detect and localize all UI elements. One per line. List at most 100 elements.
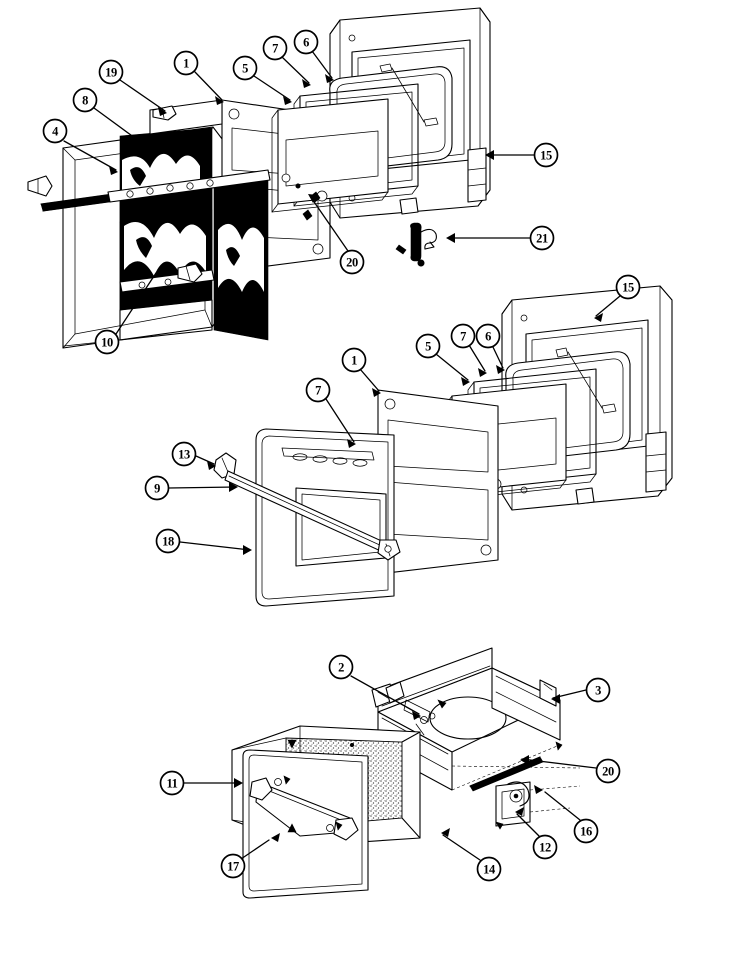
upper-outer-door-assembly <box>271 7 491 221</box>
callout-label: 17 <box>227 860 239 874</box>
lower-outer-door-assembly <box>445 285 673 511</box>
callout-bubble-circle <box>328 654 354 680</box>
callout-bubble-circle <box>98 59 124 85</box>
callout-bubble-circle <box>72 87 98 113</box>
callout-13[interactable]: 13 <box>171 441 197 467</box>
leader-arrowheads <box>109 74 603 842</box>
door-handle-assembly <box>213 452 401 561</box>
hinge-catch-part <box>395 222 437 267</box>
callout-bubble-circle <box>339 249 365 275</box>
callout-label: 21 <box>536 232 548 246</box>
callout-19[interactable]: 19 <box>98 59 124 85</box>
callout-bubble-circle <box>595 758 621 784</box>
callout-label: 15 <box>540 149 552 163</box>
callout-label: 12 <box>539 841 551 855</box>
callout-bubble-circle <box>144 475 170 501</box>
callout-15[interactable]: 15 <box>615 274 641 300</box>
leader-lines <box>63 50 621 861</box>
callout-21[interactable]: 21 <box>529 225 555 251</box>
callout-14[interactable]: 14 <box>476 856 502 882</box>
callout-label: 20 <box>602 765 614 779</box>
callout-2[interactable]: 2 <box>328 654 354 680</box>
callout-bubble-circle <box>532 834 558 860</box>
callout-10[interactable]: 10 <box>94 329 120 355</box>
callout-label: 6 <box>303 36 309 50</box>
callout-label: 7 <box>460 330 466 344</box>
callout-label: 19 <box>105 66 117 80</box>
lower-oven-door-assembly <box>213 389 499 607</box>
callout-label: 14 <box>483 863 496 877</box>
callout-6[interactable]: 6 <box>293 29 319 55</box>
callout-label: 18 <box>162 535 174 549</box>
callout-20[interactable]: 20 <box>339 249 365 275</box>
callout-12[interactable]: 12 <box>532 834 558 860</box>
callout-18[interactable]: 18 <box>155 528 181 554</box>
callout-bubble-circle <box>293 29 319 55</box>
callout-bubble-circle <box>155 528 181 554</box>
callout-label: 11 <box>166 777 177 791</box>
callout-bubble-circle <box>475 323 501 349</box>
callout-label: 4 <box>52 125 59 139</box>
callout-label: 1 <box>351 354 357 368</box>
callout-label: 8 <box>82 94 88 108</box>
callout-16[interactable]: 16 <box>573 818 599 844</box>
storage-drawer-assembly <box>231 647 581 899</box>
drawer-front-panel <box>242 739 369 899</box>
callout-bubble-circle <box>220 853 246 879</box>
callout-11[interactable]: 11 <box>159 770 185 796</box>
callout-label: 10 <box>101 336 113 350</box>
callout-label: 16 <box>580 825 592 839</box>
callout-6[interactable]: 6 <box>475 323 501 349</box>
callout-label: 13 <box>178 448 190 462</box>
callout-label: 15 <box>622 281 634 295</box>
callout-bubble-circle <box>159 770 185 796</box>
callout-bubble-circle <box>415 333 441 359</box>
callout-bubble-circle <box>42 118 68 144</box>
callout-15[interactable]: 15 <box>533 142 559 168</box>
callout-bubble-circle <box>94 329 120 355</box>
callout-bubble-circle <box>305 377 331 403</box>
callout-1[interactable]: 1 <box>173 50 199 76</box>
callout-label: 5 <box>425 340 431 354</box>
callout-label: 7 <box>272 42 278 56</box>
callout-bubble-circle <box>171 441 197 467</box>
callout-7[interactable]: 7 <box>305 377 331 403</box>
callout-bubble-circle <box>529 225 555 251</box>
callout-5[interactable]: 5 <box>415 333 441 359</box>
callout-3[interactable]: 3 <box>585 677 611 703</box>
door-vent-slots <box>281 447 375 467</box>
inner-window-panel-upper <box>271 98 389 213</box>
callout-label: 1 <box>183 57 189 71</box>
callout-bubble-circle <box>341 347 367 373</box>
callout-7[interactable]: 7 <box>262 35 288 61</box>
door-body-side <box>63 209 213 347</box>
callout-bubble-circle <box>573 818 599 844</box>
callout-4[interactable]: 4 <box>42 118 68 144</box>
door-fasteners-upper <box>295 183 321 221</box>
callout-9[interactable]: 9 <box>144 475 170 501</box>
door-bottom-rail <box>119 263 215 293</box>
callout-17[interactable]: 17 <box>220 853 246 879</box>
callout-label: 3 <box>595 684 601 698</box>
callout-label: 6 <box>485 330 491 344</box>
callout-label: 2 <box>338 661 344 675</box>
callout-bubble-circle <box>533 142 559 168</box>
callout-bubble-circle <box>232 55 258 81</box>
callout-bubble-circle <box>476 856 502 882</box>
callout-label: 7 <box>315 384 321 398</box>
callout-5[interactable]: 5 <box>232 55 258 81</box>
callout-bubble-circle <box>262 35 288 61</box>
callout-7[interactable]: 7 <box>450 323 476 349</box>
callout-label: 5 <box>242 62 248 76</box>
callout-8[interactable]: 8 <box>72 87 98 113</box>
callout-bubble-circle <box>615 274 641 300</box>
callout-bubble-circle <box>585 677 611 703</box>
callout-bubble-circle <box>173 50 199 76</box>
callout-label: 20 <box>346 256 358 270</box>
callout-1[interactable]: 1 <box>341 347 367 373</box>
callout-bubble-circle <box>450 323 476 349</box>
callout-20[interactable]: 20 <box>595 758 621 784</box>
